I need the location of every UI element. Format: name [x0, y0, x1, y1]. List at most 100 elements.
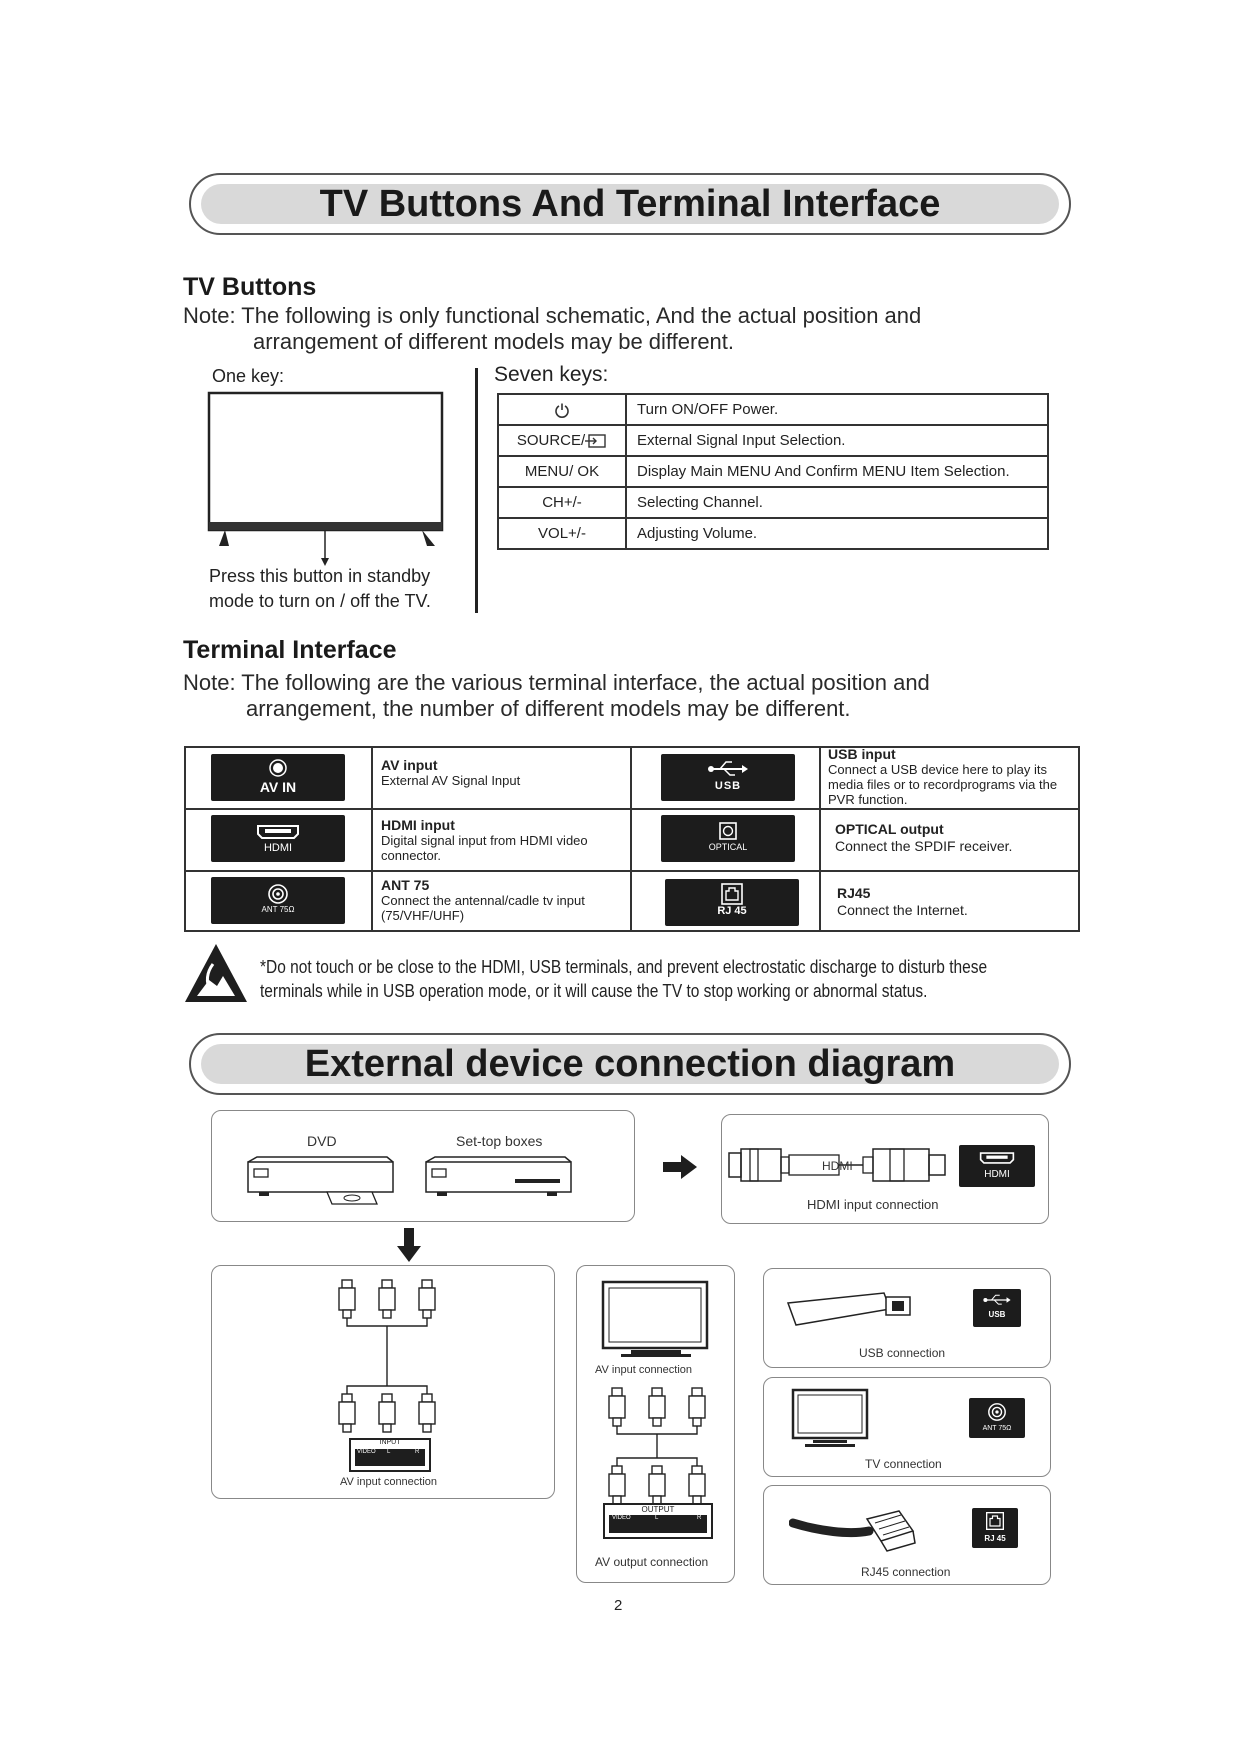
hdmi-connection-panel: HDMI HDMI HDMI input connection: [721, 1114, 1049, 1224]
rca-cables-icon: [338, 1279, 436, 1433]
rj45-connection-caption: RJ45 connection: [861, 1565, 951, 1579]
terminal-title: RJ45: [837, 885, 871, 901]
settop-box-icon: [425, 1156, 572, 1196]
av-output-jack-panel: OUTPUT VIDEO L R: [603, 1503, 713, 1539]
badge-label: USB: [714, 780, 742, 792]
tv-buttons-note-line1: Note: The following is only functional s…: [183, 303, 922, 328]
key-desc: Display Main MENU And Confirm MENU Item …: [625, 455, 1049, 488]
av-input-caption-mid: AV input connection: [595, 1364, 693, 1376]
badge-label: OPTICAL: [708, 842, 748, 852]
key-row-source: SOURCE/ External Signal Input Selection.: [497, 424, 1049, 457]
usb-badge: USB: [661, 754, 795, 801]
optical-badge: OPTICAL: [661, 815, 795, 862]
badge-label: RJ 45: [717, 905, 747, 917]
terminal-desc: Digital signal input from HDMI video con…: [381, 833, 588, 863]
hdmi-cable-icon: [728, 1148, 946, 1182]
r-label: R: [415, 1449, 420, 1455]
key-desc: Turn ON/OFF Power.: [625, 393, 1049, 426]
antenna-icon: [988, 1403, 1006, 1421]
antenna-badge: ANT 75Ω: [211, 877, 345, 924]
key-row-menu: MENU/ OK Display Main MENU And Confirm M…: [497, 455, 1049, 488]
badge-label: AV IN: [259, 779, 297, 795]
badge-label: RJ 45: [984, 1534, 1006, 1543]
badge-label: ANT 75Ω: [982, 1425, 1012, 1432]
rj45-port-badge: RJ 45: [972, 1508, 1018, 1548]
warning-text-line1: *Do not touch or be close to the HDMI, U…: [260, 957, 988, 977]
hdmi-port-badge: HDMI: [959, 1145, 1035, 1187]
terminal-desc: Connect the antennal/cadle tv input (75/…: [381, 893, 585, 923]
terminal-item: OPTICAL output Connect the SPDIF receive…: [835, 821, 1075, 855]
key-label: CH+/-: [497, 486, 627, 519]
one-key-caption-line1: Press this button in standby: [209, 566, 431, 586]
rj45-connection-panel: RJ 45 RJ45 connection: [763, 1485, 1051, 1585]
key-row-channel: CH+/- Selecting Channel.: [497, 486, 1049, 519]
seven-keys-table: Turn ON/OFF Power. SOURCE/ External Sign…: [497, 393, 1049, 550]
key-row-volume: VOL+/- Adjusting Volume.: [497, 517, 1049, 550]
tv-buttons-note-line2: arrangement of different models may be d…: [253, 329, 735, 354]
av-in-icon: [269, 759, 287, 777]
esd-warning-icon: [185, 944, 247, 1002]
hdmi-badge: HDMI: [211, 815, 345, 862]
rca-cables-icon: [608, 1387, 706, 1505]
terminal-item: RJ45 Connect the Internet.: [837, 885, 1067, 919]
badge-label: HDMI: [984, 1169, 1010, 1180]
terminal-desc: Connect the Internet.: [837, 902, 968, 918]
key-label: VOL+/-: [497, 517, 627, 550]
seven-keys-label: Seven keys:: [494, 363, 609, 386]
l-label: L: [655, 1515, 659, 1521]
usb-icon: [708, 761, 748, 776]
arrow-right-icon: [663, 1155, 697, 1179]
usb-connection-panel: USB USB connection: [763, 1268, 1051, 1368]
terminal-desc: Connect the SPDIF receiver.: [835, 838, 1013, 854]
settop-label: Set-top boxes: [456, 1133, 543, 1149]
video-label: VIDEO: [357, 1449, 376, 1455]
key-label: SOURCE/: [516, 431, 586, 449]
av-input-jack-panel: INPUT VIDEO L R: [349, 1438, 431, 1472]
hdmi-connection-caption: HDMI input connection: [807, 1197, 939, 1212]
ethernet-cable-icon: [789, 1510, 916, 1552]
terminal-desc: External AV Signal Input: [381, 773, 521, 788]
antenna-port-badge: ANT 75Ω: [969, 1398, 1025, 1438]
source-icon: [585, 434, 606, 448]
video-label: VIDEO: [612, 1515, 631, 1521]
tv-connection-panel: ANT 75Ω TV connection: [763, 1377, 1051, 1477]
terminal-note-line2: arrangement, the number of different mod…: [246, 696, 851, 721]
monitor-icon: [601, 1280, 709, 1357]
terminal-note-line1: Note: The following are the various term…: [183, 670, 930, 695]
terminal-title: HDMI input: [381, 817, 455, 833]
arrow-down-icon: [397, 1228, 421, 1262]
monitor-icon: [791, 1388, 869, 1447]
tv-connection-caption: TV connection: [865, 1457, 942, 1471]
optical-icon: [719, 822, 737, 840]
usb-port-badge: USB: [973, 1289, 1021, 1327]
hdmi-icon: [257, 825, 299, 839]
terminal-title: OPTICAL output: [835, 821, 944, 837]
page-number: 2: [614, 1597, 623, 1614]
usb-connection-caption: USB connection: [859, 1346, 946, 1360]
rj45-icon: [721, 883, 743, 905]
badge-label: HDMI: [263, 842, 293, 854]
rj45-badge: RJ 45: [665, 879, 799, 926]
warning-text-line2: terminals while in USB operation mode, o…: [260, 981, 928, 1001]
usb-icon: [983, 1294, 1011, 1305]
section-banner: External device connection diagram: [189, 1033, 1071, 1095]
av-in-badge: AV IN: [211, 754, 345, 801]
key-desc: External Signal Input Selection.: [625, 424, 1049, 457]
source-devices-panel: DVD Set-top boxes: [211, 1110, 635, 1222]
badge-label: USB: [988, 1310, 1006, 1319]
dvd-label: DVD: [307, 1133, 337, 1149]
av-output-panel: AV input connection OUTPUT VIDEO L R AV …: [576, 1265, 735, 1583]
section-banner: TV Buttons And Terminal Interface: [189, 173, 1071, 235]
key-row-power: Turn ON/OFF Power.: [497, 393, 1049, 426]
hdmi-cable-label: HDMI: [822, 1159, 853, 1173]
divider: [475, 368, 478, 613]
terminal-table: AV IN AV input External AV Signal Input …: [184, 746, 1080, 932]
terminal-title: AV input: [381, 757, 438, 773]
key-desc: Adjusting Volume.: [625, 517, 1049, 550]
input-label: INPUT: [379, 1439, 401, 1446]
terminal-item: HDMI input Digital signal input from HDM…: [381, 817, 621, 864]
terminal-item: USB input Connect a USB device here to p…: [828, 747, 1078, 808]
terminal-item: ANT 75 Connect the antennal/cadle tv inp…: [381, 878, 621, 924]
r-label: R: [697, 1515, 702, 1521]
av-input-panel: INPUT VIDEO L R AV input connection: [211, 1265, 555, 1499]
